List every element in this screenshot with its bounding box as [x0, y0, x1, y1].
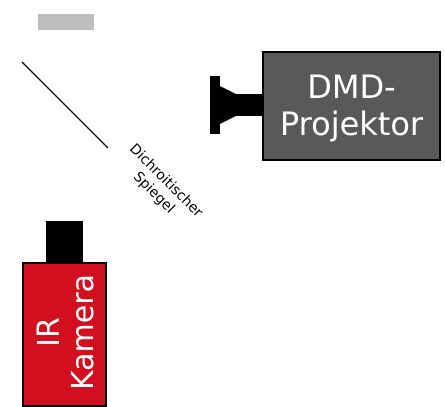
- projector-label-line1: DMD-: [307, 68, 396, 106]
- camera-label-line1: IR: [32, 317, 67, 347]
- ir-camera-body: [22, 262, 107, 407]
- dmd-projector-box: DMD- Projektor: [262, 51, 441, 161]
- projector-label-line2: Projektor: [279, 105, 424, 143]
- camera-lens-block: [46, 221, 83, 265]
- camera-label: IR Kamera: [30, 260, 105, 405]
- gray-bar: [38, 14, 94, 30]
- camera-label-line2: Kamera: [66, 274, 101, 390]
- projector-lens-icon: [210, 76, 266, 134]
- camera-label-text: IR Kamera: [32, 274, 101, 390]
